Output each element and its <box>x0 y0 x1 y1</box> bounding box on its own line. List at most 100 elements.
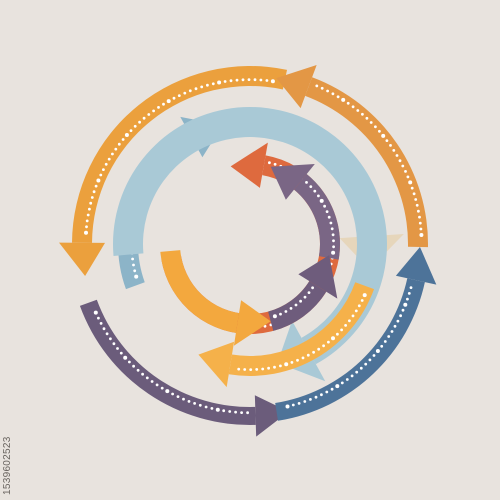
dot-mark <box>102 168 105 172</box>
dot-mark <box>133 269 137 273</box>
dot-mark <box>99 322 103 325</box>
dot-mark <box>301 356 305 360</box>
dot-mark <box>311 286 314 290</box>
dot-mark <box>228 410 232 413</box>
inner-arrow-orange-bottom-band <box>160 250 240 333</box>
dot-mark <box>273 365 276 369</box>
dot-mark <box>215 407 220 412</box>
dot-mark <box>94 184 98 188</box>
dot-mark <box>85 225 88 229</box>
dot-mark <box>267 366 270 370</box>
dot-mark <box>327 340 330 344</box>
dot-mark <box>410 186 414 190</box>
inner-arrow-purple-right-head <box>270 163 315 200</box>
dot-mark <box>235 78 239 82</box>
dot-mark <box>131 257 135 261</box>
dot-mark <box>88 207 91 211</box>
dot-mark <box>296 358 299 362</box>
dot-mark <box>361 112 364 116</box>
dot-mark <box>291 403 295 407</box>
dot-mark <box>284 362 289 367</box>
dot-mark <box>279 364 282 368</box>
outer-arrow-purple-left <box>79 299 289 437</box>
dot-mark <box>399 314 402 318</box>
dot-mark <box>165 389 170 394</box>
dot-mark <box>160 386 164 390</box>
dot-mark <box>105 332 109 336</box>
dot-mark <box>261 367 265 371</box>
dot-mark <box>104 162 108 166</box>
dot-mark <box>418 215 421 219</box>
outer-arrow-blue-right <box>275 246 437 421</box>
dot-mark <box>270 79 275 84</box>
dot-mark <box>307 291 311 294</box>
dot-mark <box>336 95 340 99</box>
dot-mark <box>368 358 372 362</box>
dot-mark <box>331 233 335 237</box>
dot-mark <box>217 80 222 85</box>
dot-mark <box>309 185 313 189</box>
dot-mark <box>114 147 118 151</box>
middle-arrow-orange-bottom-head <box>198 341 235 388</box>
outer-arrow-orange-right-band <box>305 77 429 248</box>
dot-mark <box>124 133 129 137</box>
dot-mark <box>259 78 263 82</box>
dot-mark <box>102 327 106 331</box>
dot-mark <box>383 340 387 343</box>
dot-mark <box>147 113 151 116</box>
dot-mark <box>133 124 137 128</box>
dot-mark <box>389 144 392 147</box>
dot-mark <box>381 133 386 138</box>
dot-mark <box>315 84 319 88</box>
dot-mark <box>336 332 339 336</box>
dot-mark <box>305 181 308 184</box>
dot-mark <box>390 330 394 333</box>
dot-mark <box>350 374 354 378</box>
dot-mark <box>116 347 119 350</box>
dot-mark <box>372 354 376 357</box>
dot-mark <box>297 402 301 405</box>
dot-mark <box>182 397 185 401</box>
dot-mark <box>387 335 391 338</box>
dot-mark <box>406 175 410 179</box>
dot-mark <box>329 221 333 225</box>
dot-mark <box>359 366 363 370</box>
stock-id-label: 1539602523 <box>2 436 13 495</box>
dot-mark <box>330 387 334 391</box>
dot-mark <box>166 99 171 104</box>
dot-mark <box>285 404 290 409</box>
dot-mark <box>360 299 364 302</box>
dot-mark <box>171 392 175 396</box>
dot-mark <box>340 381 344 385</box>
dot-mark <box>279 312 282 316</box>
dot-mark <box>187 400 191 403</box>
dot-mark <box>331 336 335 341</box>
dot-mark <box>331 92 335 96</box>
dot-mark <box>234 410 238 414</box>
dot-mark <box>183 91 187 95</box>
outer-arrow-purple-left-head <box>254 395 289 437</box>
dot-mark <box>351 314 355 318</box>
inner-arrow-purple-bottom-head <box>298 255 338 299</box>
dot-mark <box>89 201 93 205</box>
dot-mark <box>313 189 317 193</box>
dot-mark <box>85 219 89 223</box>
dot-mark <box>210 407 214 410</box>
dot-mark <box>362 293 367 298</box>
dot-mark <box>306 353 310 357</box>
middle-arrow-orange-bottom-band <box>228 282 375 376</box>
dot-mark <box>331 250 336 255</box>
dot-mark <box>312 350 315 354</box>
dot-mark <box>375 349 380 353</box>
inner-arrow-red-head <box>230 142 268 188</box>
dot-mark <box>340 328 343 332</box>
outer-arrow-orange-right <box>276 65 429 248</box>
dot-mark <box>194 87 198 91</box>
dot-mark <box>356 109 360 112</box>
dot-mark <box>121 138 125 141</box>
dot-mark <box>119 351 123 355</box>
dot-mark <box>204 405 208 409</box>
dot-mark <box>294 303 298 307</box>
dot-mark <box>357 304 361 308</box>
